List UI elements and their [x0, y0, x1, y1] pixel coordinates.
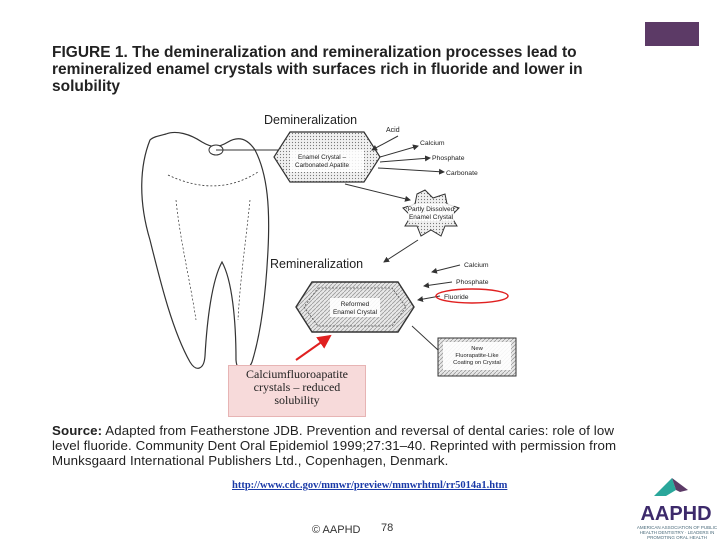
phosphate-label-bottom: Phosphate — [456, 279, 489, 286]
partly-dissolved-label-2: Enamel Crystal — [409, 214, 454, 221]
new-coating-label-3: Coating on Crystal — [453, 360, 501, 366]
new-coating-label-1: New — [471, 346, 483, 352]
fluoride-highlight-ring — [435, 288, 509, 304]
figure-caption: The demineralization and remineralizatio… — [52, 44, 583, 95]
calcium-label-bottom: Calcium — [464, 262, 489, 269]
demineralization-label: Demineralization — [264, 113, 357, 127]
accent-box — [645, 22, 699, 46]
aaphd-logo: AAPHD — [640, 478, 712, 525]
footer-copyright: © AAPHD — [312, 524, 361, 536]
source-text: Adapted from Featherstone JDB. Preventio… — [52, 423, 617, 468]
phosphate-label-top: Phosphate — [432, 155, 465, 162]
source-citation: Source: Adapted from Featherstone JDB. P… — [52, 423, 632, 468]
source-url-link[interactable]: http://www.cdc.gov/mmwr/preview/mmwrhtml… — [232, 480, 508, 491]
remin-arrow — [383, 239, 419, 263]
calcium-out-arrow — [379, 144, 419, 158]
page-number: 78 — [381, 522, 394, 534]
callout-box: Calciumfluoroapatite crystals – reduced … — [228, 365, 366, 417]
fluoride-label: Fluoride — [444, 294, 469, 301]
partly-dissolved-label-1: Partly Dissolved — [408, 206, 455, 213]
acid-label: Acid — [386, 127, 400, 134]
reformed-crystal-label-1: Reformed — [341, 301, 370, 308]
logo-tagline: AMERICAN ASSOCIATION OF PUBLIC HEALTH DE… — [636, 525, 718, 540]
logo-teal-shape — [654, 478, 676, 496]
enamel-crystal-label-2: Carbonated Apatite — [295, 162, 349, 169]
figure-title: FIGURE 1. The demineralization and remin… — [52, 44, 642, 95]
source-label: Source: — [52, 423, 103, 438]
phosphate-out-arrow — [379, 155, 431, 163]
calcium-in-arrow — [431, 264, 461, 274]
calcium-label-top: Calcium — [420, 140, 445, 147]
callout-line-2: crystals – reduced — [253, 380, 341, 394]
callout-red-arrow — [295, 334, 332, 361]
callout-line-3: solubility — [274, 393, 320, 407]
phosphate-in-arrow — [423, 281, 453, 289]
enamel-crystal-label-1: Enamel Crystal – — [298, 154, 346, 161]
coating-leader-line — [411, 325, 439, 351]
tooth-illustration — [141, 131, 270, 372]
carbonate-label: Carbonate — [446, 170, 478, 177]
remineralization-label: Remineralization — [270, 257, 363, 271]
dissolve-arrow — [344, 183, 411, 202]
reformed-crystal-label-2: Enamel Crystal — [333, 309, 378, 316]
logo-purple-shape — [672, 478, 688, 492]
acid-arrow — [371, 135, 399, 151]
logo-wordmark: AAPHD — [640, 503, 711, 525]
carbonate-out-arrow — [377, 167, 445, 175]
callout-line-1: Calciumfluoroapatite — [246, 367, 348, 381]
figure-number: FIGURE 1. — [52, 44, 128, 61]
new-coating-label-2: Fluorapatite-Like — [455, 353, 498, 359]
